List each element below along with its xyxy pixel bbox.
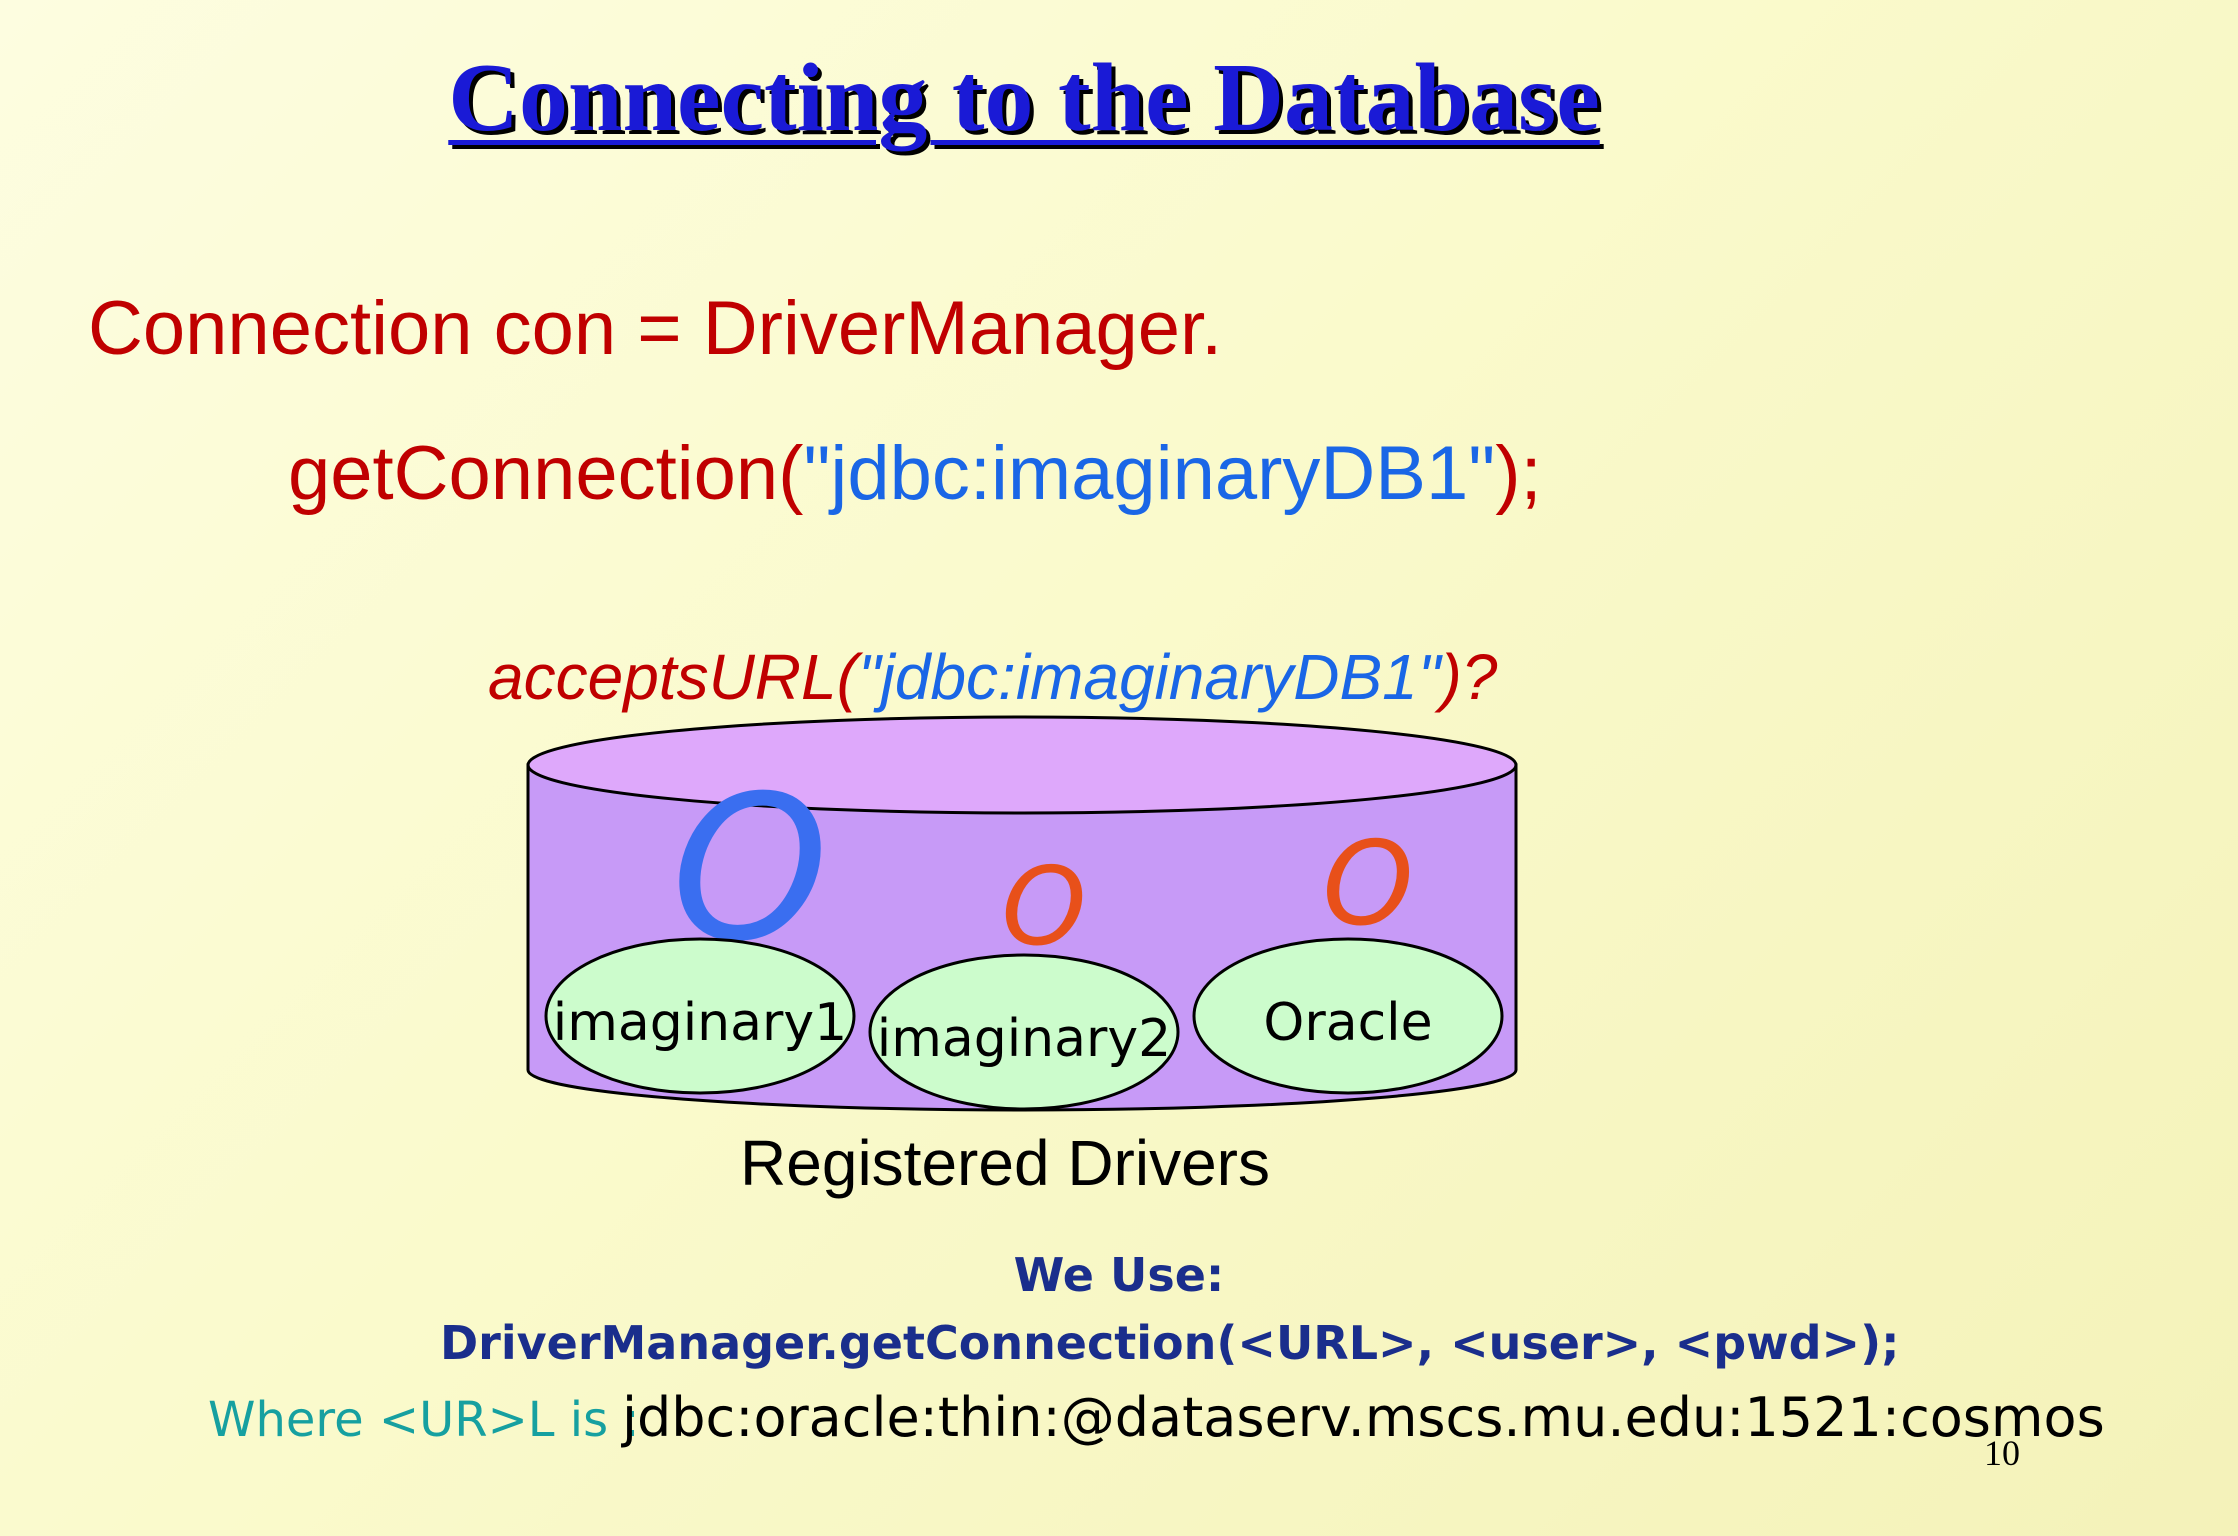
driver-label-oracle: Oracle <box>1263 993 1432 1053</box>
driver-ellipse-oracle <box>1192 937 1504 1095</box>
page-number: 10 <box>1984 1433 2020 1473</box>
call-signature: DriverManager.getConnection(<URL>, <user… <box>440 1316 1900 1370</box>
verdict-mark-imaginary2: O <box>1001 845 1086 970</box>
registered-drivers-label: Registered Drivers <box>740 1127 1270 1199</box>
accepts-prefix: acceptsURL( <box>488 641 858 713</box>
we-use-label: We Use: <box>1013 1248 1225 1302</box>
code-line-2: getConnection("jdbc:imaginaryDB1"); <box>288 430 1542 517</box>
slide-title: Connecting to the Database <box>448 44 1600 152</box>
code-line-2-url: "jdbc:imaginaryDB1" <box>803 431 1496 516</box>
registered-drivers-diagram: O O O imaginary1 imaginary2 Oracle <box>526 715 1518 1112</box>
accepts-url: "jdbc:imaginaryDB1" <box>857 641 1441 713</box>
accepts-suffix: )? <box>1440 641 1498 713</box>
code-line-2-prefix: getConnection( <box>288 431 804 516</box>
where-label: Where <UR>L is : <box>208 1392 640 1448</box>
code-line-1: Connection con = DriverManager. <box>88 286 1223 371</box>
cylinder-top <box>526 715 1518 815</box>
code-line-2-suffix: ); <box>1495 431 1542 516</box>
connection-url-value: jdbc:oracle:thin:@dataserv.mscs.mu.edu:1… <box>622 1386 2105 1449</box>
accepts-url-question: acceptsURL("jdbc:imaginaryDB1")? <box>488 640 1497 714</box>
driver-ellipse-imaginary1 <box>544 937 856 1095</box>
driver-ellipse-imaginary2 <box>868 953 1180 1111</box>
verdict-mark-oracle: O <box>1322 817 1413 952</box>
driver-label-imaginary1: imaginary1 <box>553 993 847 1053</box>
driver-label-imaginary2: imaginary2 <box>877 1009 1171 1069</box>
